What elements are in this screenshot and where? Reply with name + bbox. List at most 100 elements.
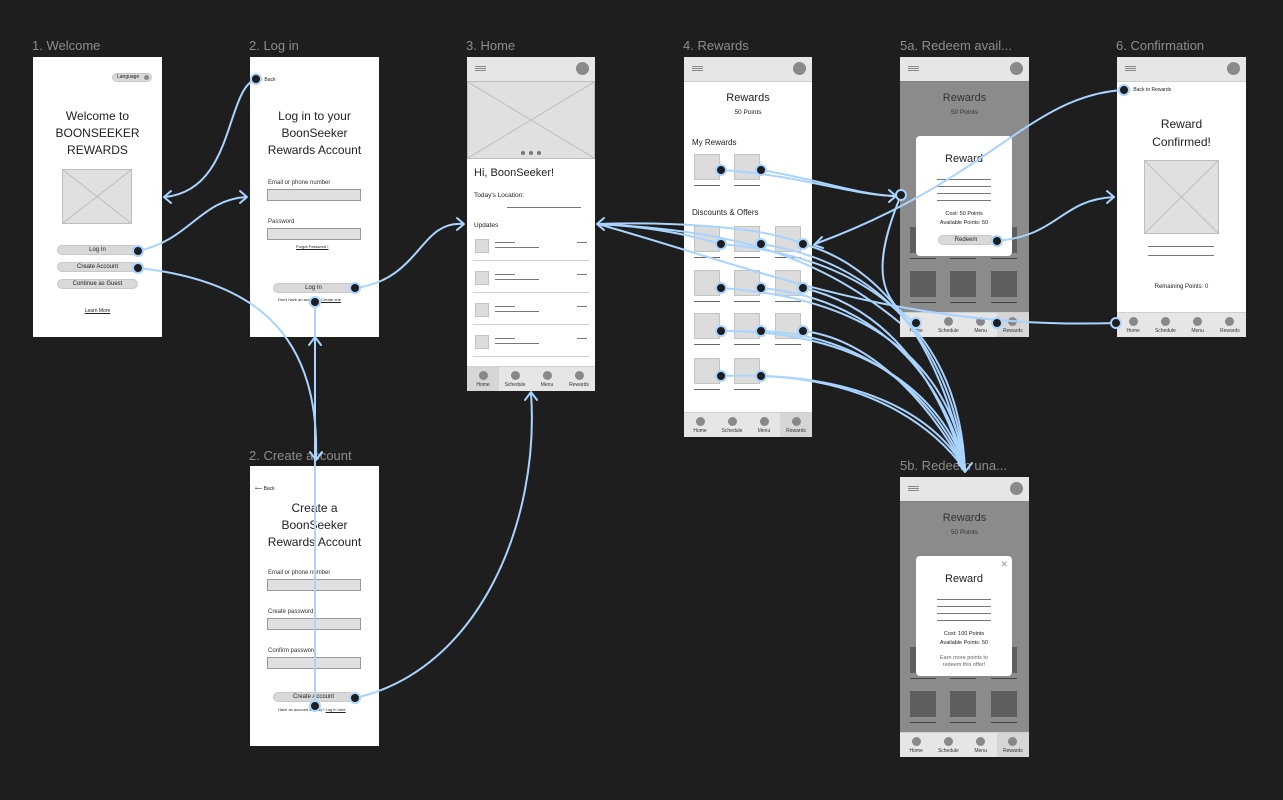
create-one-link[interactable]: Create one — [321, 297, 341, 302]
schedule-icon — [943, 317, 953, 326]
reward-item-caption-line — [734, 389, 760, 390]
update-text-line — [495, 343, 539, 344]
avatar-icon[interactable] — [793, 62, 806, 75]
bottom-nav: Home Schedule Menu Rewards — [900, 732, 1029, 757]
hero-carousel[interactable] — [467, 81, 595, 159]
email-field[interactable] — [267, 579, 361, 591]
flow-connector — [354, 392, 533, 699]
frame-redeem-unavailable: Rewards 50 Points ✕ Reward Cost: 100 Poi… — [900, 477, 1029, 757]
back-link[interactable]: ⟵ Back — [255, 486, 275, 492]
top-bar — [684, 57, 812, 82]
avatar-icon[interactable] — [1010, 482, 1023, 495]
redeem-button[interactable]: Redeem — [938, 235, 994, 245]
back-link[interactable]: ← Back — [258, 77, 276, 83]
menu-icon[interactable] — [908, 486, 919, 487]
carousel-dots-icon[interactable] — [521, 151, 545, 156]
background-caption-line — [950, 722, 976, 723]
nav-home[interactable]: Home — [900, 733, 932, 757]
frame-rewards: Rewards 50 Points My Rewards Discounts &… — [684, 57, 812, 437]
reward-item[interactable] — [694, 154, 720, 180]
nav-menu[interactable]: Menu — [748, 413, 780, 437]
reward-item[interactable] — [694, 226, 720, 252]
list-item[interactable] — [473, 333, 589, 357]
background-thumbnail — [910, 691, 936, 717]
reward-item[interactable] — [775, 270, 801, 296]
back-to-rewards-link[interactable]: ← Back to Rewards — [1127, 87, 1172, 93]
reward-item[interactable] — [694, 358, 720, 384]
continue-guest-button[interactable]: Continue as Guest — [57, 279, 138, 289]
forgot-password-link[interactable]: Forgot Password? — [296, 244, 329, 249]
background-caption-line — [950, 302, 976, 303]
close-icon[interactable]: ✕ — [1000, 559, 1008, 569]
list-item[interactable] — [473, 269, 589, 293]
nav-schedule[interactable]: Schedule — [499, 367, 531, 391]
list-item[interactable] — [473, 237, 589, 261]
available-points-text: Available Points: 50 — [939, 220, 989, 226]
flow-arrowhead — [524, 391, 538, 401]
nav-schedule[interactable]: Schedule — [1149, 313, 1181, 337]
reward-item-caption-line — [775, 257, 801, 258]
flow-arrowhead — [456, 217, 465, 231]
nav-home[interactable]: Home — [467, 367, 499, 391]
nav-home[interactable]: Home — [684, 413, 716, 437]
nav-menu[interactable]: Menu — [1182, 313, 1214, 337]
reward-modal: Reward Cost: 50 Points Available Points:… — [916, 136, 1012, 256]
background-caption-line — [991, 722, 1017, 723]
reward-image-placeholder — [1144, 160, 1219, 234]
nav-rewards[interactable]: Rewards — [780, 413, 812, 437]
confirm-password-field[interactable] — [267, 657, 361, 669]
avatar-icon[interactable] — [1227, 62, 1240, 75]
nav-rewards[interactable]: Rewards — [1214, 313, 1246, 337]
nav-menu[interactable]: Menu — [531, 367, 563, 391]
description-line — [1148, 246, 1214, 247]
language-toggle[interactable]: Language — [112, 73, 152, 82]
nav-menu[interactable]: Menu — [965, 733, 997, 757]
description-line — [937, 200, 991, 201]
create-account-submit-button[interactable]: Create Account — [273, 692, 354, 702]
nav-home[interactable]: Home — [900, 313, 932, 337]
list-item[interactable] — [473, 301, 589, 325]
password-field[interactable] — [267, 228, 361, 240]
nav-rewards[interactable]: Rewards — [996, 313, 1029, 337]
login-button[interactable]: Log In — [57, 245, 138, 255]
reward-item[interactable] — [734, 154, 760, 180]
reward-item[interactable] — [775, 226, 801, 252]
create-password-field[interactable] — [267, 618, 361, 630]
reward-item[interactable] — [694, 313, 720, 339]
menu-icon[interactable] — [692, 66, 703, 67]
reward-item[interactable] — [775, 313, 801, 339]
avatar-icon[interactable] — [576, 62, 589, 75]
avatar-icon[interactable] — [1010, 62, 1023, 75]
reward-item[interactable] — [734, 226, 760, 252]
menu-icon[interactable] — [908, 66, 919, 67]
login-submit-button[interactable]: Log In — [273, 283, 354, 293]
nav-rewards[interactable]: Rewards — [996, 733, 1029, 757]
reward-item[interactable] — [694, 270, 720, 296]
email-field[interactable] — [267, 189, 361, 201]
nav-home[interactable]: Home — [1117, 313, 1149, 337]
location-label: Today's Location: — [474, 192, 525, 199]
create-account-button[interactable]: Create Account — [57, 262, 138, 272]
flow-connector — [802, 330, 966, 471]
learn-more-link[interactable]: Learn More — [84, 308, 111, 314]
reward-item[interactable] — [734, 358, 760, 384]
nav-schedule[interactable]: Schedule — [716, 413, 748, 437]
update-thumbnail — [475, 335, 489, 349]
reward-item[interactable] — [734, 313, 760, 339]
nav-rewards[interactable]: Rewards — [563, 367, 595, 391]
schedule-icon — [943, 737, 953, 746]
schedule-icon — [727, 417, 737, 426]
nav-schedule[interactable]: Schedule — [932, 313, 964, 337]
menu-icon[interactable] — [475, 66, 486, 67]
nav-schedule[interactable]: Schedule — [932, 733, 964, 757]
reward-item-caption-line — [775, 301, 801, 302]
nav-menu[interactable]: Menu — [965, 313, 997, 337]
login-here-link[interactable]: Log in here — [325, 707, 346, 712]
reward-item[interactable] — [734, 270, 760, 296]
toggle-knob-icon — [144, 75, 149, 80]
menu-icon[interactable] — [1125, 66, 1136, 67]
